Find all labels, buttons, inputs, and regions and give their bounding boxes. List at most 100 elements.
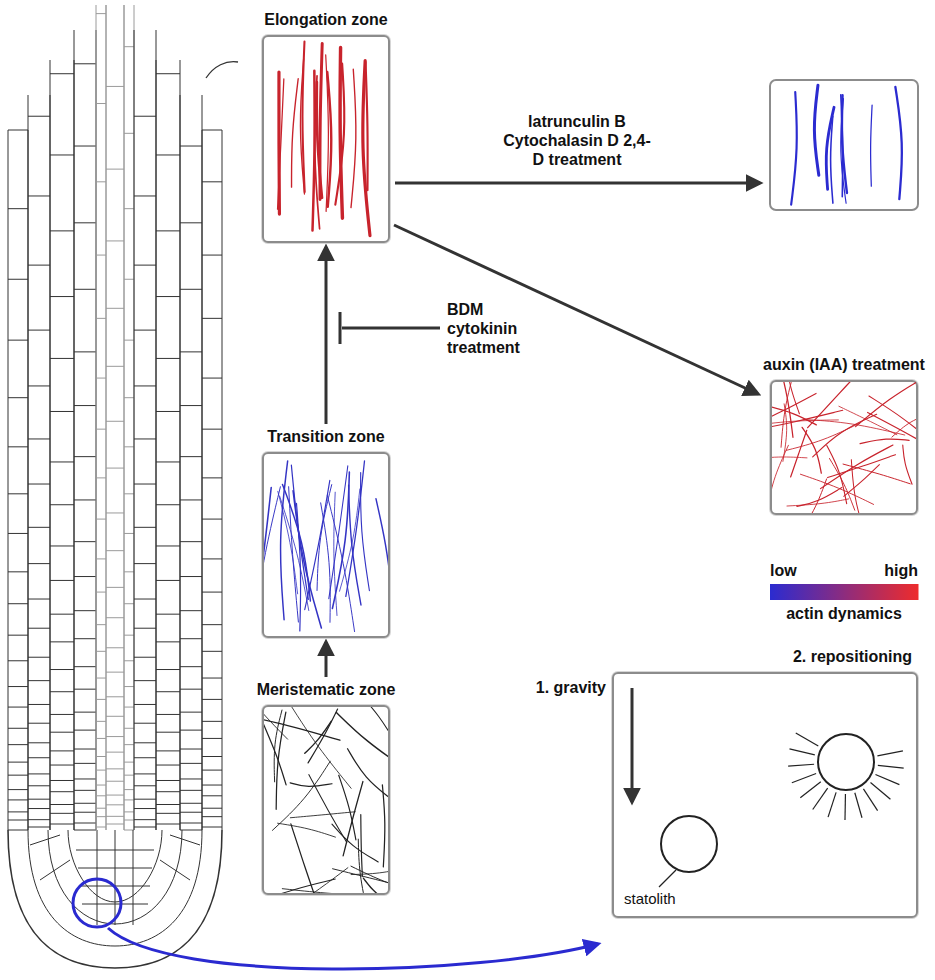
cell-wall (74, 812, 96, 813)
actin-filament (772, 445, 788, 505)
cell-wall (202, 592, 222, 593)
cell-wall (156, 780, 180, 781)
actin-filament (358, 839, 367, 893)
cell-wall (134, 704, 156, 705)
cell-wall (202, 795, 222, 796)
cell-wall (96, 558, 106, 559)
actin-filament (772, 406, 816, 425)
cell-panel: statolith (612, 672, 918, 918)
cell-wall (96, 651, 106, 652)
actin-filament (792, 773, 816, 782)
cell-wall (8, 830, 28, 831)
cell-wall (124, 46, 134, 47)
cell-wall (28, 657, 50, 658)
cell-wall (124, 446, 134, 447)
zone-node: 2. repositioningstatolith (612, 648, 918, 918)
cell-wall (74, 610, 96, 611)
actin-filament (361, 815, 363, 877)
cell-wall (124, 799, 134, 800)
cell-wall (96, 13, 106, 14)
cell-wall (124, 397, 134, 398)
cell-wall (134, 628, 156, 629)
cell-wall (156, 641, 180, 642)
cell-wall (134, 563, 156, 564)
cell-wall (74, 63, 96, 64)
cell-wall (180, 803, 202, 804)
cell-wall (50, 504, 74, 505)
cell-wall (28, 628, 50, 629)
cell-wall (96, 738, 106, 739)
actin-filament (264, 717, 340, 740)
cell-wall (50, 580, 74, 581)
cell-wall (106, 169, 124, 170)
actin-filament (278, 823, 336, 837)
cell-wall (8, 811, 28, 812)
cell-wall (50, 230, 74, 231)
cell-wall (8, 762, 28, 763)
cell-wall (202, 130, 222, 131)
cell-wall (74, 778, 96, 779)
cell-wall (180, 666, 202, 667)
cell-wall (74, 289, 96, 290)
cell-wall (8, 789, 28, 790)
cell-wall (28, 385, 50, 386)
cell-wall (180, 222, 202, 223)
cell-wall (124, 789, 134, 790)
actin-filament (333, 869, 388, 892)
cell-wall (202, 181, 222, 182)
cell-wall (156, 154, 180, 155)
actin-filament (291, 824, 319, 893)
cell-wall (124, 775, 134, 776)
actin-filament (795, 479, 827, 513)
zone-heading: Elongation zone (264, 11, 388, 29)
cell-wall (106, 716, 124, 717)
inhibitor-label: BDM cytokinin treatment (447, 300, 542, 357)
cell-wall (106, 468, 124, 469)
cell-wall (8, 397, 28, 398)
zone-heading: auxin (IAA) treatment (763, 356, 925, 374)
root-cap (28, 830, 202, 946)
cell-wall (8, 799, 28, 800)
actin-filament (860, 439, 909, 444)
cell-wall (134, 385, 156, 386)
cell-wall (106, 736, 124, 737)
cell-wall (202, 318, 222, 319)
actin-filaments (791, 85, 902, 205)
actin-filament (863, 789, 877, 811)
cell-wall (96, 808, 106, 809)
actin-filament (786, 423, 859, 450)
cell-wall (134, 657, 156, 658)
cell-wall (134, 116, 156, 117)
cell-wall (134, 819, 156, 820)
cell-wall (50, 691, 74, 692)
cell-wall (8, 707, 28, 708)
actin-filament (290, 812, 355, 818)
cell-wall (134, 773, 156, 774)
cell-wall (28, 785, 50, 786)
cell-wall (202, 827, 222, 828)
cell-wall (156, 691, 180, 692)
actin-filament (326, 55, 329, 212)
cell-wall (180, 95, 181, 830)
cell-wall (180, 456, 202, 457)
cell-wall (96, 255, 106, 256)
cell-wall (28, 819, 50, 820)
treatment-arrow (395, 182, 760, 185)
cell-wall (74, 803, 96, 804)
cell-wall (156, 73, 180, 74)
cell-wall (180, 499, 202, 500)
cell-wall (8, 775, 28, 776)
cell-wall (74, 456, 96, 457)
actin-filament (828, 792, 836, 817)
cell-wall (202, 255, 222, 256)
cell-wall (8, 744, 28, 745)
cell-wall (8, 635, 28, 636)
cell-interior (264, 454, 388, 636)
cell-wall (74, 146, 96, 147)
legend-text: low (770, 561, 797, 580)
actin-filament (320, 43, 322, 199)
cell-wall (106, 752, 124, 753)
zone-node: auxin (IAA) treatment (762, 356, 926, 515)
cell-wall (106, 421, 124, 422)
cell-wall (28, 827, 50, 828)
